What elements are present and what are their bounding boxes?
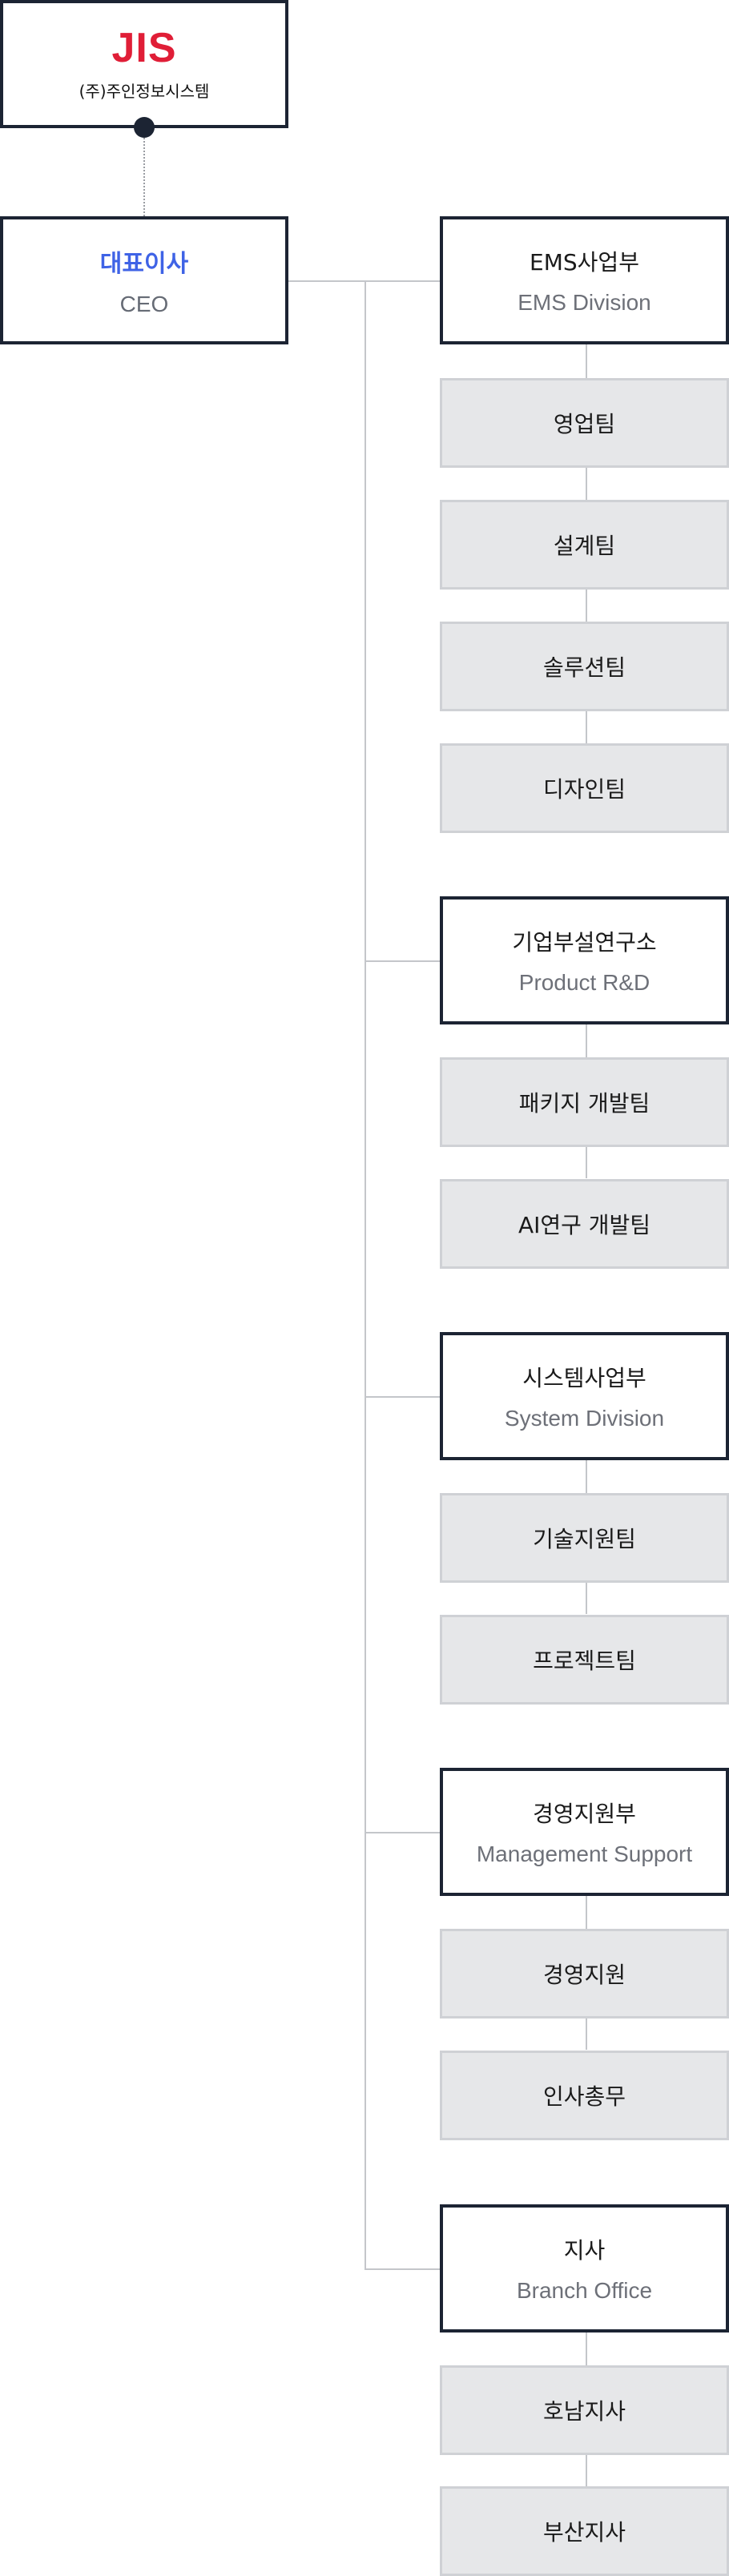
team-box: AI연구 개발팀 bbox=[440, 1179, 729, 1269]
division-name-en: Management Support bbox=[476, 1841, 693, 1866]
team-label: 디자인팀 bbox=[542, 776, 626, 803]
connector-dot bbox=[134, 117, 155, 138]
team-box: 패키지 개발팀 bbox=[440, 1057, 729, 1147]
team-box: 경영지원 bbox=[440, 1929, 729, 2019]
team-label: 설계팀 bbox=[553, 533, 616, 559]
company-name: (주)주인정보시스템 bbox=[79, 81, 210, 101]
division-name-en: System Division bbox=[504, 1406, 665, 1431]
team-label: 인사총무 bbox=[542, 2083, 626, 2110]
team-box: 디자인팀 bbox=[440, 743, 729, 833]
team-box: 인사총무 bbox=[440, 2051, 729, 2140]
division-name-ko: 경영지원부 bbox=[533, 1801, 636, 1827]
team-label: 영업팀 bbox=[553, 411, 616, 437]
team-box: 프로젝트팀 bbox=[440, 1615, 729, 1705]
ceo-title-ko: 대표이사 bbox=[99, 250, 189, 278]
company-box: JIS (주)주인정보시스템 bbox=[0, 0, 288, 128]
team-box: 솔루션팀 bbox=[440, 622, 729, 711]
team-label: 경영지원 bbox=[542, 1962, 626, 1988]
branch-line-system bbox=[364, 1396, 440, 1398]
team-label: 부산지사 bbox=[542, 2519, 626, 2546]
team-box: 호남지사 bbox=[440, 2365, 729, 2455]
division-box-management: 경영지원부 Management Support bbox=[440, 1768, 729, 1896]
trunk-line bbox=[364, 280, 366, 2270]
division-box-branch: 지사 Branch Office bbox=[440, 2204, 729, 2332]
ceo-branch-line bbox=[288, 280, 440, 282]
division-name-ko: EMS사업부 bbox=[530, 249, 639, 276]
division-box-rnd: 기업부설연구소 Product R&D bbox=[440, 896, 729, 1024]
team-label: AI연구 개발팀 bbox=[518, 1212, 651, 1238]
ceo-box: 대표이사 CEO bbox=[0, 216, 288, 344]
branch-line-rnd bbox=[364, 960, 440, 962]
branch-line-management bbox=[364, 1832, 440, 1833]
team-box: 영업팀 bbox=[440, 378, 729, 468]
division-name-ko: 지사 bbox=[563, 2237, 606, 2264]
division-box-system: 시스템사업부 System Division bbox=[440, 1332, 729, 1460]
dotted-connector bbox=[143, 138, 145, 216]
team-box: 기술지원팀 bbox=[440, 1493, 729, 1583]
ceo-title-en: CEO bbox=[119, 292, 169, 316]
division-name-ko: 기업부설연구소 bbox=[512, 929, 657, 956]
team-label: 프로젝트팀 bbox=[533, 1648, 636, 1674]
division-name-en: Branch Office bbox=[516, 2278, 653, 2303]
division-name-en: Product R&D bbox=[518, 970, 650, 995]
team-label: 솔루션팀 bbox=[542, 654, 626, 681]
branch-line-branch bbox=[364, 2268, 440, 2270]
team-label: 패키지 개발팀 bbox=[518, 1090, 650, 1117]
division-name-en: EMS Division bbox=[518, 290, 651, 315]
division-box-ems: EMS사업부 EMS Division bbox=[440, 216, 729, 344]
division-name-ko: 시스템사업부 bbox=[522, 1365, 646, 1391]
company-logo: JIS bbox=[111, 24, 177, 71]
team-box: 부산지사 bbox=[440, 2486, 729, 2576]
team-label: 기술지원팀 bbox=[533, 1526, 636, 1552]
team-label: 호남지사 bbox=[542, 2398, 626, 2425]
team-box: 설계팀 bbox=[440, 500, 729, 590]
